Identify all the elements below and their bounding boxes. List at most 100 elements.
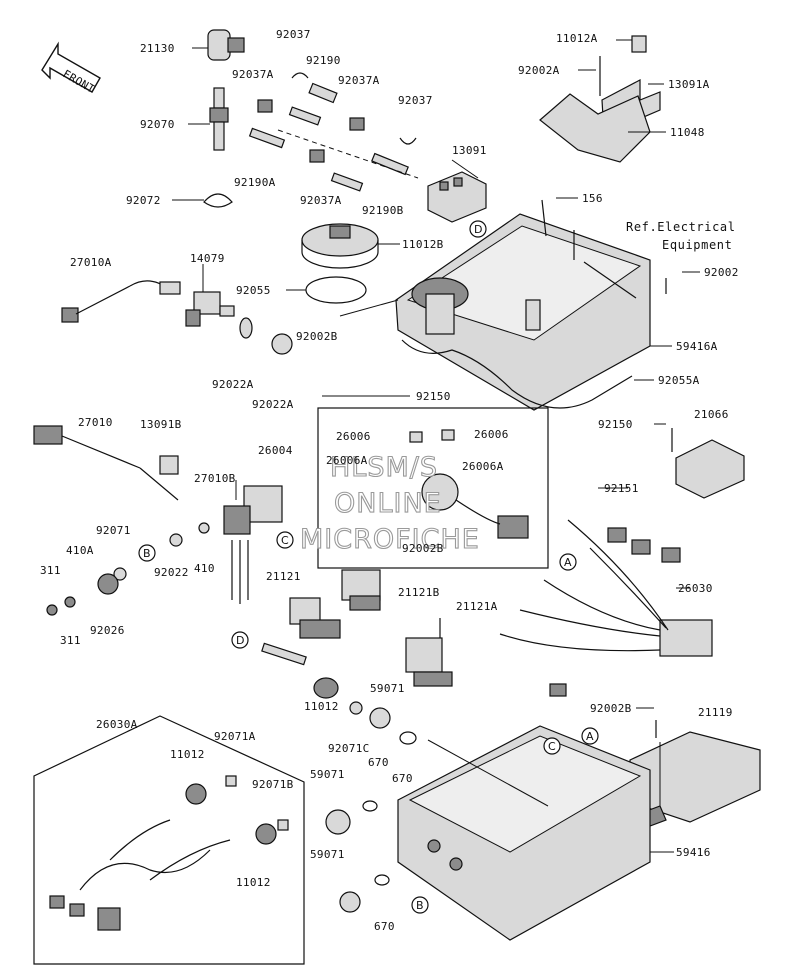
label-92190B: 92190B [362, 204, 404, 217]
label-11048: 11048 [670, 126, 705, 139]
svg-text:A: A [564, 556, 572, 569]
callout-b-left: B [138, 544, 156, 562]
label-92055A: 92055A [658, 374, 700, 387]
svg-text:C: C [281, 534, 289, 547]
small-parts-bottom [261, 642, 417, 913]
svg-text:A: A [586, 730, 594, 743]
label-92037A-mid: 92037A [338, 74, 380, 87]
box-base-59416-part [397, 725, 674, 941]
callout-d-top: D [469, 220, 487, 238]
label-92071: 92071 [96, 524, 131, 537]
label-27010A: 27010A [70, 256, 112, 269]
label-59416: 59416 [676, 846, 711, 859]
reference-note: Ref.Electrical Equipment [626, 220, 736, 252]
label-92002B-right: 92002B [590, 702, 632, 715]
label-21121B: 21121B [398, 586, 440, 599]
module-21066-part [654, 423, 745, 499]
svg-text:B: B [416, 899, 424, 912]
callout-c-bottom: C [543, 737, 561, 755]
label-92071C: 92071C [328, 742, 370, 755]
label-13091: 13091 [452, 144, 487, 157]
label-311-top: 311 [40, 564, 61, 577]
label-92190-top: 92190 [306, 54, 341, 67]
label-92002B-mid: 92002B [402, 542, 444, 555]
front-arrow-icon: FRONT [41, 41, 101, 96]
label-156: 156 [582, 192, 603, 205]
label-11012-left: 11012 [170, 748, 205, 761]
label-92071B: 92071B [252, 778, 294, 791]
label-92072: 92072 [126, 194, 161, 207]
part-labels: 21130 92037 92190 92037A 92037A 92037 92… [40, 28, 739, 933]
switch-14079-part [185, 264, 293, 355]
relay-27010B-part [223, 480, 283, 604]
label-13091A: 13091A [668, 78, 710, 91]
label-59071-mid: 59071 [310, 768, 345, 781]
label-leaders [317, 395, 690, 807]
callout-a-bottom: A [581, 727, 599, 745]
label-92037-right: 92037 [398, 94, 433, 107]
label-92070: 92070 [140, 118, 175, 131]
label-92150-right: 92150 [598, 418, 633, 431]
svg-text:HLSM/S: HLSM/S [330, 452, 438, 483]
svg-text:B: B [143, 547, 151, 560]
callout-d-mid: D [231, 631, 249, 649]
label-11012-mid: 11012 [304, 700, 339, 713]
label-59416A: 59416A [676, 340, 718, 353]
oring-92055-part [286, 276, 367, 304]
watermark: HLSM/S ONLINE MICROFICHE [299, 451, 480, 555]
label-670-mid: 670 [392, 772, 413, 785]
label-92002A: 92002A [518, 64, 560, 77]
svg-text:MICROFICHE: MICROFICHE [300, 524, 480, 555]
label-311-bot: 311 [60, 634, 81, 647]
label-92037A-left: 92037A [232, 68, 274, 81]
label-92055: 92055 [236, 284, 271, 297]
harness-26030A-group [33, 715, 305, 965]
label-92037A-low: 92037A [300, 194, 342, 207]
coil-21121A-part [405, 618, 453, 687]
label-92002: 92002 [704, 266, 739, 279]
label-11012B: 11012B [402, 238, 444, 251]
svg-text:Ref.Electrical: Ref.Electrical [626, 220, 736, 234]
label-92071A: 92071A [214, 730, 256, 743]
label-410: 410 [194, 562, 215, 575]
label-11012A: 11012A [556, 32, 598, 45]
svg-text:Equipment: Equipment [662, 238, 732, 252]
small-parts-left [46, 522, 210, 616]
label-26004: 26004 [258, 444, 293, 457]
coil-21121-part [289, 597, 341, 639]
cable-27010A-part [61, 280, 181, 323]
label-26006A-right: 26006A [462, 460, 504, 473]
block-13091-part [427, 159, 487, 223]
label-26006-right: 26006 [474, 428, 509, 441]
label-21066: 21066 [694, 408, 729, 421]
label-92022A-left: 92022A [212, 378, 254, 391]
callout-c-mid: C [276, 531, 294, 549]
label-92002B-top: 92002B [296, 330, 338, 343]
label-14079: 14079 [190, 252, 225, 265]
plug-92070-part [188, 87, 229, 151]
callout-b-bottom: B [411, 896, 429, 914]
label-26006A-left: 26006A [326, 454, 368, 467]
label-21130: 21130 [140, 42, 175, 55]
harness-26030-part [499, 519, 713, 697]
label-21119: 21119 [698, 706, 733, 719]
label-26030A: 26030A [96, 718, 138, 731]
coil-21121B-part [341, 569, 381, 611]
label-26030: 26030 [678, 582, 713, 595]
sensor-21130-part [192, 29, 245, 61]
label-59071-top: 59071 [370, 682, 405, 695]
label-27010B: 27010B [194, 472, 236, 485]
label-21121: 21121 [266, 570, 301, 583]
label-26006-left: 26006 [336, 430, 371, 443]
label-92022: 92022 [154, 566, 189, 579]
svg-text:ONLINE: ONLINE [334, 488, 442, 519]
label-13091B: 13091B [140, 418, 182, 431]
bracket-13091A-part [539, 35, 666, 163]
svg-text:C: C [548, 740, 556, 753]
svg-text:D: D [236, 634, 244, 647]
label-670-bot: 670 [374, 920, 395, 933]
label-670-top: 670 [368, 756, 389, 769]
label-11012-right: 11012 [236, 876, 271, 889]
label-92037-top: 92037 [276, 28, 311, 41]
